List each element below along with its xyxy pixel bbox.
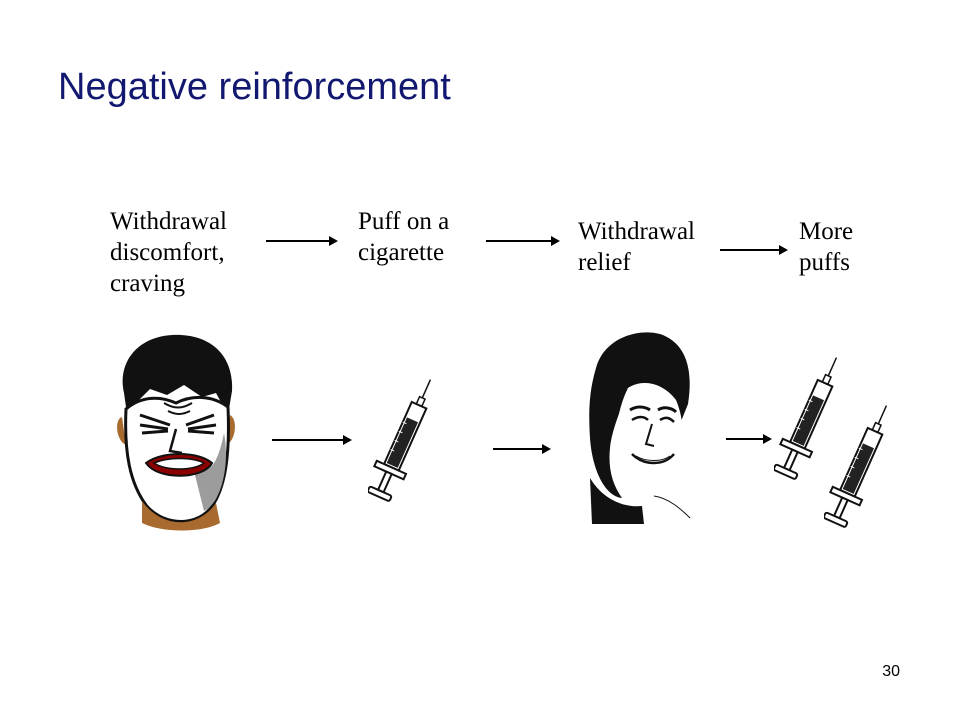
slide-title: Negative reinforcement [58,66,451,108]
image-arrow-2 [493,444,551,454]
step-withdrawal-discomfort: Withdrawal discomfort, craving [110,208,228,297]
image-arrow-3 [726,434,772,444]
syringe-icon [774,357,838,480]
arrow-2-to-3 [486,236,560,246]
arrow-3-to-4 [720,245,788,255]
arrow-1-to-2 [266,236,338,246]
step-withdrawal-relief: Withdrawal relief [578,218,696,276]
smiling-face-icon [589,332,691,524]
step-puff-cigarette: Puff on a cigarette [358,208,450,266]
page-number: 30 [882,663,900,680]
grimacing-face-icon [117,334,235,531]
image-arrow-1 [272,435,352,445]
step-more-puffs: More puffs [799,218,854,276]
syringe-icon [824,405,888,528]
syringe-icon [368,379,432,502]
